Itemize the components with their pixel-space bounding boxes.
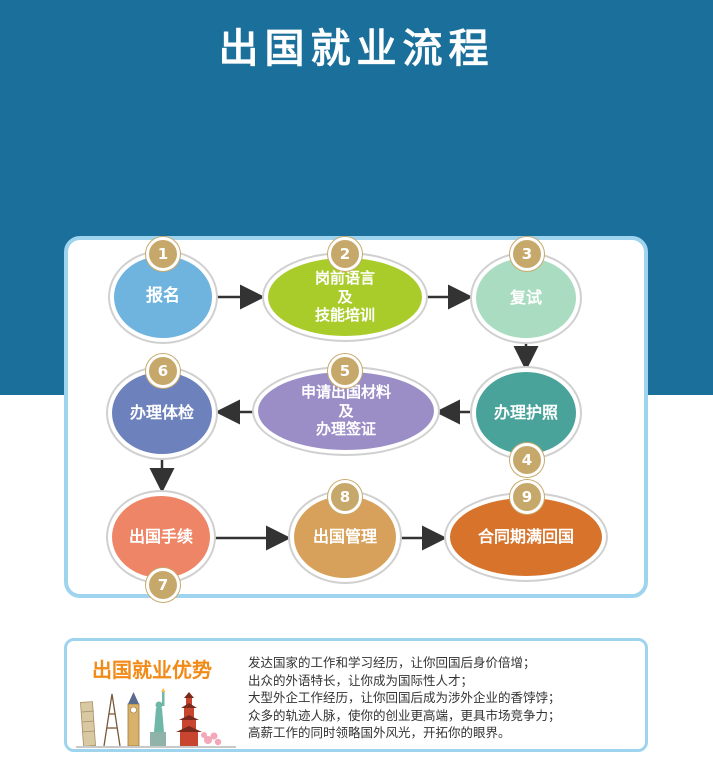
step-8-number-badge: 8 xyxy=(328,480,362,514)
advantage-item: 发达国家的工作和学习经历，让你回国后身价倍增； xyxy=(248,655,536,670)
step-4-number-badge: 4 xyxy=(510,443,544,477)
leaning-tower-icon xyxy=(80,701,96,747)
step-6-circle: 办理体检 xyxy=(108,368,216,458)
step-3-number-badge: 3 xyxy=(510,237,544,271)
step-4-circle: 办理护照 xyxy=(472,368,580,458)
step-9-number-badge: 9 xyxy=(510,480,544,514)
big-ben-icon xyxy=(127,692,140,747)
step-6-number-badge: 6 xyxy=(146,354,180,388)
step-2-number-badge: 2 xyxy=(328,237,362,271)
advantages-title: 出国就业优势 xyxy=(92,658,212,682)
page-title: 出国就业流程 xyxy=(218,26,495,72)
step-5-label: 申请出国材料 及 办理签证 xyxy=(300,382,391,439)
advantage-item: 大型外企工作经历，让你回国后成为涉外企业的香饽饽； xyxy=(248,690,561,705)
step-7-label: 出国手续 xyxy=(128,527,193,546)
statue-of-liberty-icon xyxy=(150,688,166,746)
advantage-item: 高薪工作的同时领略国外风光，开拓你的眼界。 xyxy=(248,725,511,740)
step-9-label: 合同期满回国 xyxy=(477,527,574,546)
step-7-number-badge: 7 xyxy=(146,568,180,602)
step-3-label: 复试 xyxy=(509,288,542,307)
step-3-circle: 复试 xyxy=(472,254,580,342)
advantage-item: 众多的轨迹人脉，使你的创业更高端，更具市场竞争力； xyxy=(248,707,561,723)
world-landmarks-illustration xyxy=(76,688,236,748)
step-7-circle: 出国手续 xyxy=(108,492,214,582)
step-5-number-badge: 5 xyxy=(328,354,362,388)
step-4-label: 办理护照 xyxy=(493,403,558,422)
pagoda-icon xyxy=(176,692,202,746)
advantages-list: 发达国家的工作和学习经历，让你回国后身价倍增； 出众的外语特长，让你成为国际性人… xyxy=(248,654,640,742)
eiffel-tower-icon xyxy=(103,693,121,747)
step-1-number-badge: 1 xyxy=(146,237,180,271)
cherry-blossom-icon xyxy=(201,732,222,746)
step-6-label: 办理体检 xyxy=(129,403,194,422)
step-8-label: 出国管理 xyxy=(312,527,377,546)
step-2-label: 岗前语言 及 技能培训 xyxy=(314,268,375,325)
advantage-item: 出众的外语特长，让你成为国际性人才； xyxy=(248,672,474,688)
step-1-label: 报名 xyxy=(146,286,180,307)
